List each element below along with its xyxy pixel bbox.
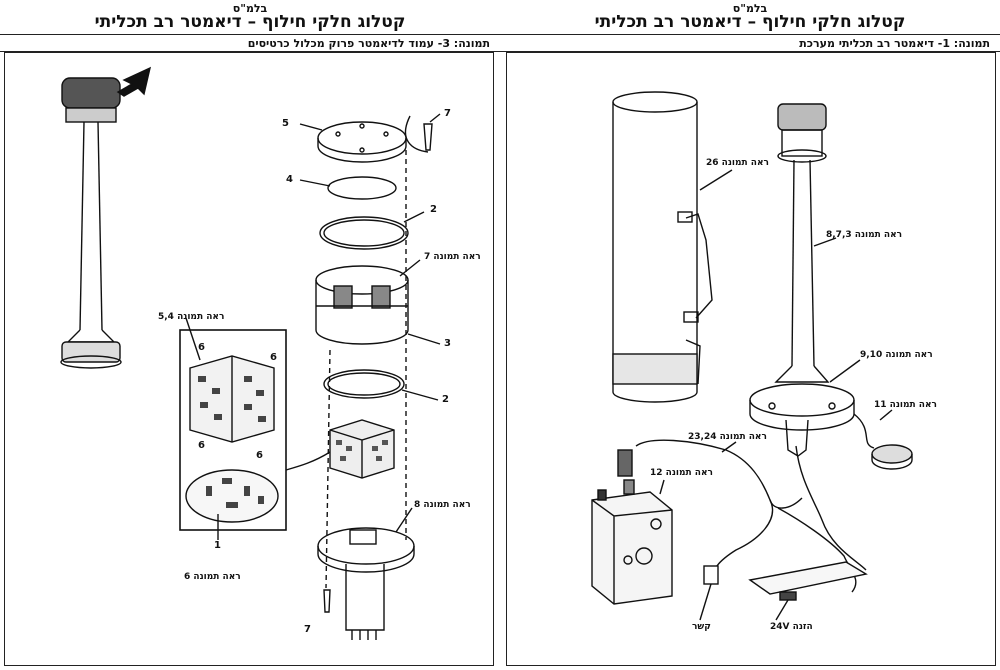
page-title: קטלוג חלקי חילוף – דיאמטר רב תכליתי [94,12,406,32]
callout-6-a: 6 [198,342,205,353]
callout-6-d: 6 [256,450,263,461]
header-rule [500,34,1000,35]
ref-label-fig873: ראה תמונה 8,7,3 [826,230,903,240]
mast-assembly [749,103,855,457]
callout-1: 1 [214,540,221,551]
transport-canister [612,91,713,403]
callout-6-c: 6 [198,440,205,451]
right-catalog-page: בלמ"ס קטלוג חלקי חילוף – דיאמטר רב תכלית… [500,0,1000,670]
ref-label-fig11: ראה תמונה 11 [874,400,937,410]
link-cable-label: קשר [692,622,711,632]
ref-label-fig26: ראה תמונה 26 [706,158,769,168]
header-rule [0,34,500,35]
ref-label-fig12: ראה תמונה 12 [650,468,713,478]
caption-rule [500,51,1000,52]
callout-2-upper: 2 [430,204,437,215]
callout-7-top: 7 [444,108,451,119]
ref-label-fig8: ראה תמונה 8 [414,500,471,510]
callout-6-b: 6 [270,352,277,363]
callout-2-lower: 2 [442,394,449,405]
system-overview-drawing [591,91,913,621]
ref-label-fig910: ראה תמונה 9,10 [860,350,933,360]
figure-frame [506,52,996,666]
classification-mark: בלמ"ס [232,2,268,15]
figure-frame [4,52,494,666]
ref-label-fig6: ראה תמונה 6 [184,572,241,582]
figure-caption: תמונה: 3- עמוד לדיאמטר פרוק מכלול כרטיסי… [247,37,490,50]
caption-rule [0,51,500,52]
power-supply-label: הזנה 24V [770,622,813,632]
callout-4: 4 [286,174,293,185]
ref-label-fig7: ראה תמונה 7 [424,252,481,262]
figure-caption: תמונה: 1- דיאמטר רב תכליתי מערכת [799,37,990,50]
assembled-column [60,77,122,369]
ref-label-fig2324: ראה תמונה 23,24 [688,432,767,442]
control-box [591,479,673,605]
classification-mark: בלמ"ס [732,2,768,15]
callout-5: 5 [282,118,289,129]
callout-3: 3 [444,338,451,349]
ref-label-fig54: ראה תמונה 5,4 [158,312,225,322]
callout-7-bottom: 7 [304,624,311,635]
page-title: קטלוג חלקי חילוף – דיאמטר רב תכליתי [594,12,906,32]
exploded-view-drawing [60,66,441,640]
left-catalog-page: בלמ"ס קטלוג חלקי חילוף – דיאמטר רב תכלית… [0,2,500,666]
